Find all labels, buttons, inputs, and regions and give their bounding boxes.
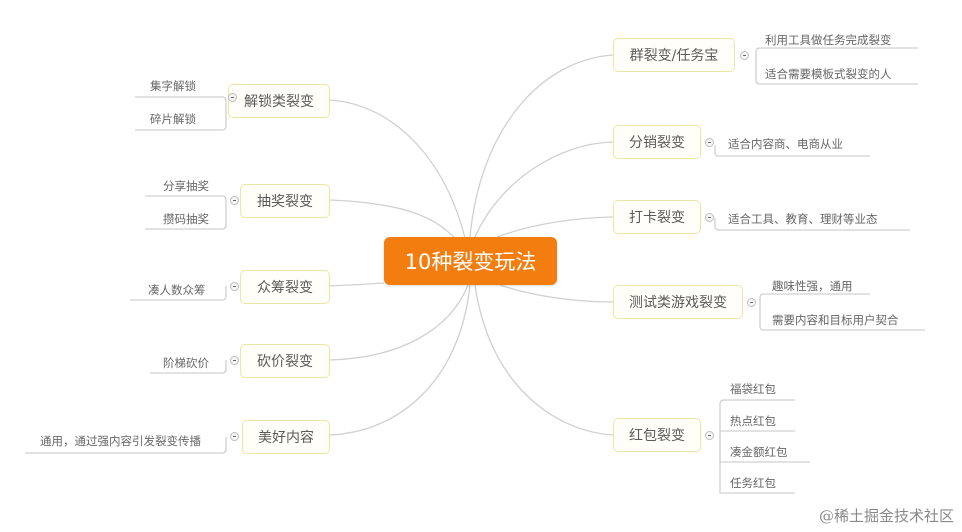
collapse-toggle-icon[interactable] — [230, 432, 239, 441]
collapse-toggle-icon[interactable] — [228, 93, 237, 102]
leaf-node[interactable]: 利用工具做任务完成裂变 — [765, 33, 892, 47]
branch-node-red-packet[interactable]: 红包裂变 — [613, 418, 701, 452]
leaf-node[interactable]: 需要内容和目标用户契合 — [772, 313, 899, 327]
leaf-node[interactable]: 适合内容商、电商从业 — [728, 137, 843, 151]
leaf-node[interactable]: 趣味性强，通用 — [772, 279, 853, 293]
leaf-node[interactable]: 集字解锁 — [150, 79, 196, 93]
branch-node-crowdfunding[interactable]: 众筹裂变 — [240, 270, 330, 304]
branch-node-distribution[interactable]: 分销裂变 — [613, 125, 701, 159]
collapse-toggle-icon[interactable] — [230, 356, 239, 365]
leaf-node[interactable]: 阶梯砍价 — [163, 356, 209, 370]
leaf-node[interactable]: 攒码抽奖 — [163, 212, 209, 226]
branch-node-group-task[interactable]: 群裂变/任务宝 — [613, 38, 735, 72]
leaf-node[interactable]: 热点红包 — [730, 414, 776, 428]
branch-node-bargain[interactable]: 砍价裂变 — [240, 344, 330, 378]
collapse-toggle-icon[interactable] — [705, 138, 714, 147]
collapse-toggle-icon[interactable] — [747, 298, 756, 307]
root-node[interactable]: 10种裂变玩法 — [384, 237, 557, 285]
branch-node-lottery[interactable]: 抽奖裂变 — [240, 184, 330, 218]
collapse-toggle-icon[interactable] — [705, 431, 714, 440]
leaf-node[interactable]: 福袋红包 — [730, 382, 776, 396]
collapse-toggle-icon[interactable] — [230, 282, 239, 291]
leaf-node[interactable]: 凑人数众筹 — [148, 283, 206, 297]
branch-node-unlock[interactable]: 解锁类裂变 — [228, 84, 330, 118]
leaf-node[interactable]: 碎片解锁 — [150, 112, 196, 126]
leaf-node[interactable]: 任务红包 — [730, 476, 776, 490]
collapse-toggle-icon[interactable] — [705, 213, 714, 222]
branch-node-good-content[interactable]: 美好内容 — [242, 420, 330, 454]
leaf-node[interactable]: 分享抽奖 — [163, 179, 209, 193]
leaf-node[interactable]: 通用，通过强内容引发裂变传播 — [40, 434, 201, 448]
branch-node-quiz-game[interactable]: 测试类游戏裂变 — [613, 285, 743, 319]
branch-node-checkin[interactable]: 打卡裂变 — [613, 200, 701, 234]
leaf-node[interactable]: 适合需要模板式裂变的人 — [765, 67, 892, 81]
watermark: @稀土掘金技术社区 — [818, 507, 954, 525]
leaf-node[interactable]: 凑金额红包 — [730, 445, 788, 459]
collapse-toggle-icon[interactable] — [230, 196, 239, 205]
collapse-toggle-icon[interactable] — [740, 51, 749, 60]
leaf-node[interactable]: 适合工具、教育、理财等业态 — [728, 212, 878, 226]
